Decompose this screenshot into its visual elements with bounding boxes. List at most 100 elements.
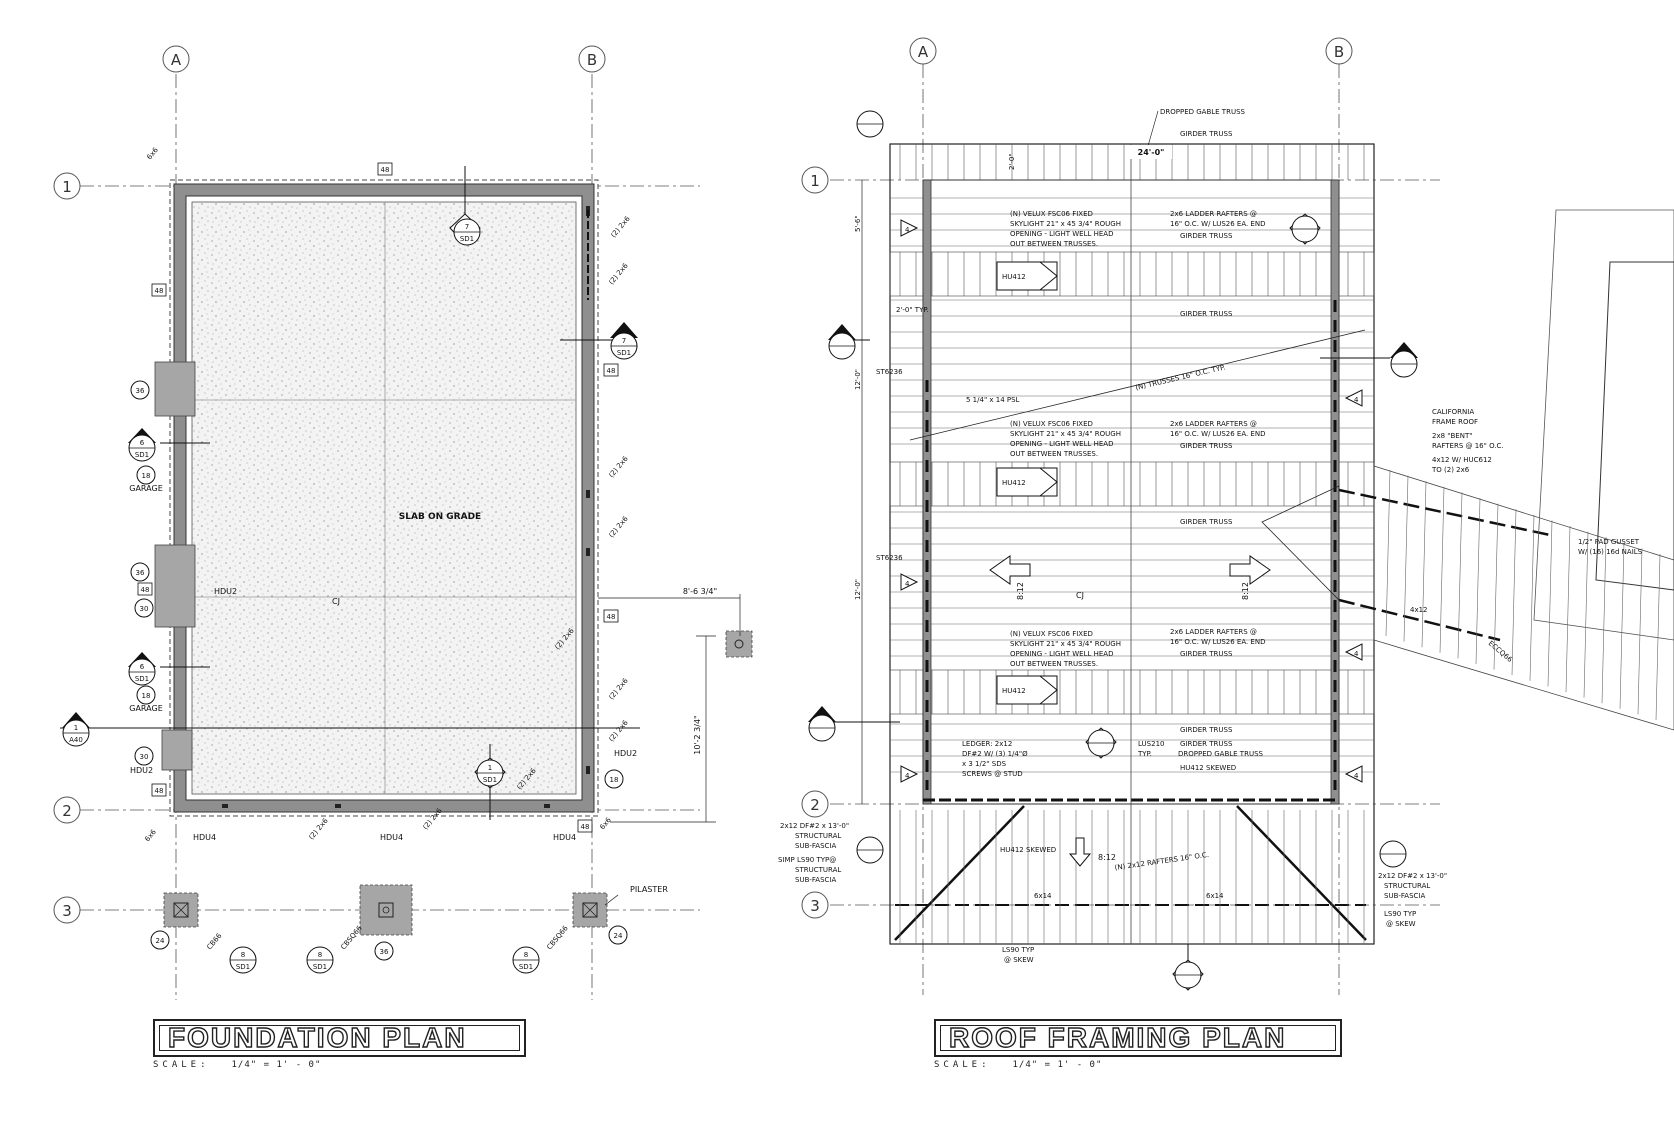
foundation-grid-label-a: A <box>171 51 182 69</box>
roof-grid-bubble-b: B <box>1325 37 1353 65</box>
tag-48-bottom-right: 48 <box>577 819 593 833</box>
tag-36-footing: 36 <box>374 941 394 961</box>
tag-24-right-text: 24 <box>614 932 623 940</box>
skylight-3: HU412 <box>996 675 1058 705</box>
ladder-note-1-girder-lower: GIRDER TRUSS <box>1180 310 1233 318</box>
roof-grid-label-a: A <box>918 43 929 61</box>
velux-note-3-line-1: (N) VELUX FSC06 FIXED <box>1010 630 1093 638</box>
roof-scale-value: 1/4" = 1' - 0" <box>1012 1060 1103 1070</box>
tri-4-ru-text: 4 <box>1354 396 1359 404</box>
velux-note-3-line-3: OPENING - LIGHT WELL HEAD <box>1010 650 1113 658</box>
tag-30-low-text: 30 <box>140 753 149 761</box>
huc-note-2: TO (2) 2x6 <box>1431 466 1470 474</box>
california-rafter <box>1385 469 1391 637</box>
hu412-skewed-label-left: HU412 SKEWED <box>1000 846 1056 854</box>
fascia-left-3: SUB-FASCIA <box>795 842 836 850</box>
section-marker-a40-sheet: A40 <box>69 736 83 744</box>
section-marker-8-right-sheet: SD1 <box>519 963 533 971</box>
six-x6-label-bottom-left: 6x6 <box>143 828 158 844</box>
section-marker-7-right: 7 SD1 <box>560 322 638 360</box>
two-2x6-label-2: (2) 2x6 <box>607 261 630 286</box>
tag-18-right-text: 18 <box>610 776 619 784</box>
foundation-grid-bubble-3: 3 <box>53 896 81 924</box>
pitch-right-text: 8:12 <box>1241 582 1250 600</box>
skylight-3-hu412: HU412 <box>1002 687 1026 695</box>
section-marker-8-right-number: 8 <box>524 951 528 959</box>
hdu2-label-low: HDU2 <box>130 766 153 775</box>
tag-30-mid-text: 30 <box>140 605 149 613</box>
hdu2-label-right: HDU2 <box>614 749 637 758</box>
slab-on-grade <box>191 201 577 795</box>
top-dim-label: 24'-0" <box>1138 148 1165 157</box>
ladder-note-2-line-1: 2x6 LADDER RAFTERS @ <box>1170 420 1257 428</box>
ls90-left: LS90 TYP <box>1002 946 1034 954</box>
section-marker-7-top: 7 SD1 <box>449 166 481 246</box>
ladder-rafter-bands <box>889 251 1375 715</box>
garage-label-lower: GARAGE <box>129 704 163 713</box>
ladder-note-3-girder-lower: GIRDER TRUSS <box>1180 726 1233 734</box>
roof-section-a40 <box>808 706 900 742</box>
skew-left: @ SKEW <box>1004 956 1034 964</box>
tri-4-ul-text: 4 <box>905 226 910 234</box>
n2x12-rafters-label: (N) 2x12 RAFTERS 16" O.C. <box>1114 851 1209 872</box>
tag-48-top-text: 48 <box>381 166 390 174</box>
section-marker-1-bottom: 1 SD1 <box>474 744 506 820</box>
tri-4-rm-text: 4 <box>1354 650 1359 658</box>
dropped-gable-note-top: DROPPED GABLE TRUSS <box>1160 108 1246 116</box>
california-rafter <box>1475 497 1481 665</box>
roof-scale-label: SCALE: <box>934 1060 991 1070</box>
foundation-cj-label: CJ <box>332 597 340 606</box>
tag-48-right-mid: 48 <box>603 609 619 623</box>
california-rafter <box>1601 537 1607 704</box>
section-marker-a40-number: 1 <box>74 724 78 732</box>
tag-48-left-upper-text: 48 <box>155 287 164 295</box>
tag-48-top: 48 <box>377 162 393 176</box>
roof-grid-label-b: B <box>1334 43 1344 61</box>
roof-tri-4-right-low: 4 <box>1344 765 1363 783</box>
tag-24-right: 24 <box>608 925 628 945</box>
ladder-note-3-line-1: 2x6 LADDER RAFTERS @ <box>1170 628 1257 636</box>
velux-note-1-line-1: (N) VELUX FSC06 FIXED <box>1010 210 1093 218</box>
simp-left-1: SIMP LS90 TYP@ <box>778 856 836 864</box>
girder-note-top: GIRDER TRUSS <box>1180 130 1233 138</box>
roof-tri-4-low-left: 4 <box>900 765 919 783</box>
ladder-note-1-girder: GIRDER TRUSS <box>1180 232 1233 240</box>
st6236-label-lower: ST6236 <box>876 554 903 562</box>
section-marker-8-center-sheet: SD1 <box>313 963 327 971</box>
skylight-2: HU412 <box>996 467 1058 497</box>
california-note-1: CALIFORNIA <box>1432 408 1474 416</box>
fascia-right-3: SUB-FASCIA <box>1384 892 1425 900</box>
girder-note-bottom: GIRDER TRUSS <box>1180 740 1233 748</box>
foundation-grid-label-2: 2 <box>62 802 72 820</box>
california-frame-roof <box>1261 209 1674 731</box>
two-2x6-label-9: (2) 2x6 <box>307 816 330 841</box>
st6236-label-upper: ST6236 <box>876 368 903 376</box>
section-marker-7-right-number: 7 <box>622 337 626 345</box>
ls90-right: LS90 TYP <box>1384 910 1416 918</box>
velux-note-1-line-3: OPENING - LIGHT WELL HEAD <box>1010 230 1113 238</box>
tri-4-ll-text: 4 <box>905 772 910 780</box>
ladder-note-1-line-1: 2x6 LADDER RAFTERS @ <box>1170 210 1257 218</box>
ladder-note-1: 2x6 LADDER RAFTERS @ 16" O.C. W/ LUS26 E… <box>1170 210 1265 318</box>
ladder-note-1-line-2: 16" O.C. W/ LUS26 EA. END <box>1170 220 1265 228</box>
two-2x6-label-1: (2) 2x6 <box>609 214 632 239</box>
section-marker-7-right-sheet: SD1 <box>617 349 631 357</box>
tag-48-left-low-text: 48 <box>155 787 164 795</box>
foundation-grid-bubble-a: A <box>162 45 190 73</box>
california-rafter <box>1511 509 1517 676</box>
california-rafter <box>1583 531 1589 698</box>
pitch-left-text: 8:12 <box>1016 582 1025 600</box>
section-marker-6-upper: 6 SD1 <box>128 428 210 462</box>
foundation-grid-bubble-2: 2 <box>53 796 81 824</box>
roof-grid-bubble-3: 3 <box>801 891 829 919</box>
tag-48-left-upper: 48 <box>151 283 167 297</box>
california-rafter <box>1637 548 1643 715</box>
dim-12-lower: 12'-0" <box>854 579 862 600</box>
roof-grid-label-3: 3 <box>810 897 820 915</box>
trusses <box>890 197 1374 773</box>
roof-grid-bubble-2: 2 <box>801 790 829 818</box>
roof-grid-bubble-1: 1 <box>801 166 829 194</box>
roof-tri-4-upper-left: 4 <box>900 219 919 237</box>
roof-framing-plan: A B 1 2 3 <box>778 37 1674 995</box>
